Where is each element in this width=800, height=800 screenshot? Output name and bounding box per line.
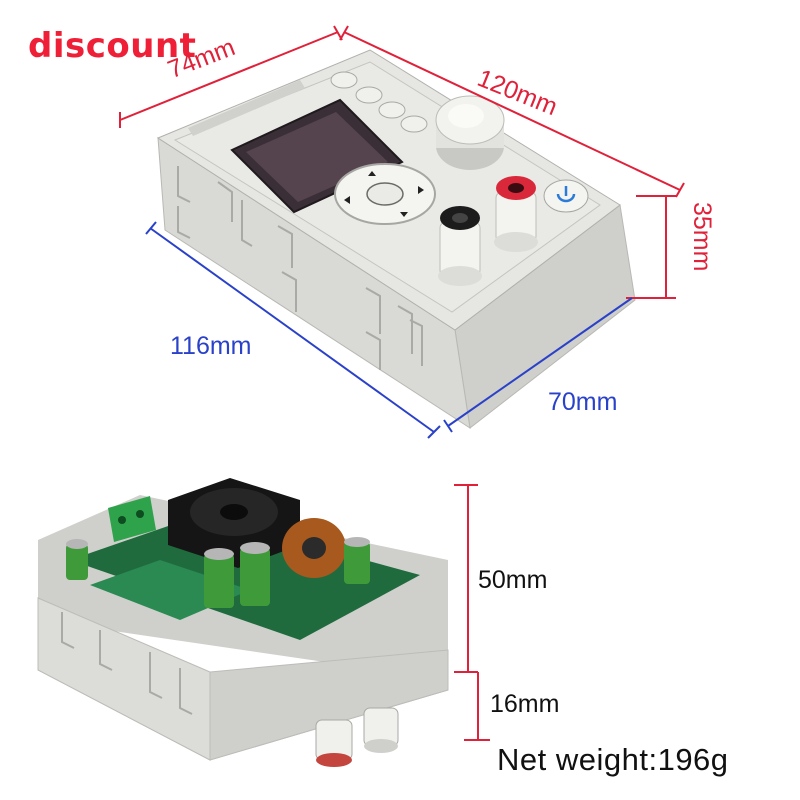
dimension-label-height-top: 35mm	[688, 202, 716, 272]
terminal-block	[108, 496, 156, 542]
navigation-pad	[334, 163, 436, 225]
dimension-label-length-front: 116mm	[170, 332, 252, 360]
power-supply-unit	[156, 49, 636, 430]
dimension-lines-bottom	[454, 484, 490, 741]
rotary-knob	[435, 95, 505, 170]
dimension-lines-top	[119, 25, 685, 439]
discount-watermark: discount	[28, 26, 197, 66]
open-case-with-board	[37, 478, 449, 767]
dimension-label-terminal-height: 16mm	[490, 690, 560, 718]
power-button	[543, 179, 589, 213]
net-weight-label: Net weight:196g	[497, 742, 729, 777]
dimension-label-width-front: 70mm	[548, 388, 618, 416]
capacitors	[66, 537, 370, 608]
case-ribs	[177, 166, 423, 370]
terminal-posts-bottom	[315, 707, 399, 767]
dimension-label-board-height: 50mm	[478, 566, 548, 594]
inductor-coil	[282, 518, 346, 578]
negative-terminal	[438, 206, 482, 286]
positive-terminal	[494, 176, 538, 252]
top-buttons	[330, 71, 428, 133]
